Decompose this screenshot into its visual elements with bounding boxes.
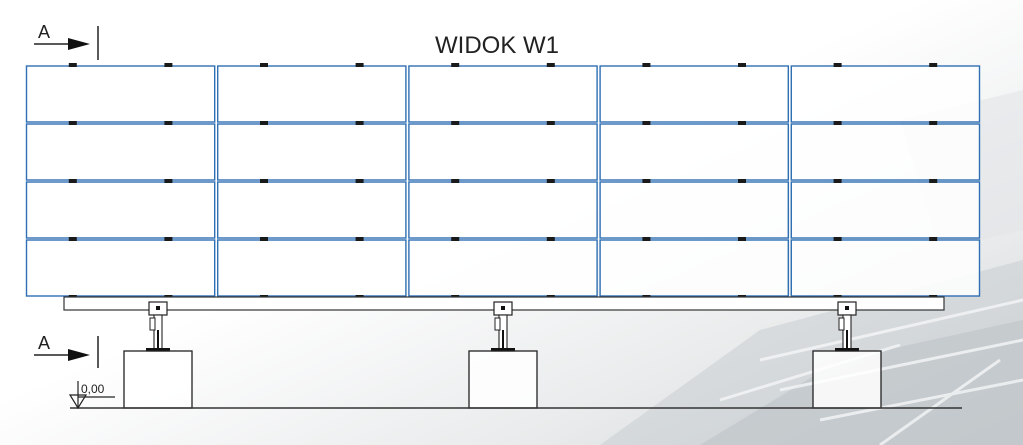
foundation-block (812, 350, 882, 409)
pv-panel (216, 65, 407, 123)
pv-panel (790, 239, 981, 297)
panel-clamp (833, 121, 842, 125)
panel-clamp (355, 179, 364, 183)
panel-clamp (833, 237, 842, 241)
base-plate (491, 348, 515, 352)
pv-panel (599, 181, 789, 239)
panel-clamp (260, 63, 268, 67)
pv-panel (599, 65, 789, 123)
bracket-bolt (501, 306, 505, 310)
support-post (468, 301, 538, 409)
pv-panel (25, 65, 216, 123)
section-label-top: A (38, 22, 50, 42)
panel-clamp (164, 179, 173, 183)
panel-clamp (451, 179, 460, 183)
section-marker-bottom: A (34, 333, 99, 368)
panel-clamp (738, 121, 746, 125)
level-marker-icon (68, 381, 115, 410)
pv-panel (408, 123, 598, 181)
panel-clamp (833, 179, 842, 183)
level-label: 0,00 (81, 382, 105, 396)
pv-panel-array (25, 63, 981, 299)
level-marker: 0,00 (68, 381, 115, 410)
pv-panel (790, 123, 981, 181)
section-arrow-icon (68, 349, 90, 361)
base-plate (146, 348, 170, 352)
pv-panel (408, 65, 598, 123)
panel-clamp (164, 121, 173, 125)
section-marker-top: A (34, 22, 99, 60)
section-arrow-icon (68, 38, 90, 50)
panel-clamp (929, 121, 938, 125)
pv-panel (216, 239, 407, 297)
pv-panel (25, 123, 216, 181)
section-label-bottom: A (38, 333, 50, 353)
support-posts (123, 301, 882, 409)
panel-clamp (68, 179, 77, 183)
panel-clamp (546, 237, 555, 241)
foundation-block (123, 350, 193, 409)
post-plate (838, 317, 845, 331)
foundation-block (468, 350, 538, 409)
panel-clamp (68, 63, 77, 67)
panel-clamp (929, 237, 938, 241)
base-plate (835, 348, 859, 352)
pv-panel (790, 65, 981, 123)
pv-panel (790, 181, 981, 239)
panel-clamp (451, 121, 460, 125)
bracket-bolt (156, 306, 160, 310)
panel-clamp (546, 121, 555, 125)
panel-clamp (451, 63, 460, 67)
post-plate (494, 317, 501, 331)
pv-panel (408, 239, 598, 297)
pv-panel (216, 123, 407, 181)
panel-clamp (642, 237, 651, 241)
pv-panel (408, 181, 598, 239)
panel-clamp (260, 179, 268, 183)
panel-clamp (451, 237, 460, 241)
panel-clamp (642, 63, 651, 67)
panel-clamp (355, 237, 364, 241)
pv-panel (25, 239, 216, 297)
drawing-title: WIDOK W1 (435, 32, 559, 59)
panel-clamp (546, 179, 555, 183)
pv-panel (25, 181, 216, 239)
panel-clamp (929, 179, 938, 183)
panel-clamp (546, 63, 555, 67)
panel-clamp (164, 237, 173, 241)
panel-clamp (738, 237, 746, 241)
panel-clamp (68, 237, 77, 241)
panel-clamp (260, 121, 268, 125)
panel-clamp (642, 179, 651, 183)
panel-clamp (642, 121, 651, 125)
panel-clamp (355, 121, 364, 125)
pv-panel (599, 239, 789, 297)
bracket-bolt (845, 306, 849, 310)
panel-clamp (738, 179, 746, 183)
panel-clamp (738, 63, 746, 67)
pv-panel (599, 123, 789, 181)
panel-clamp (260, 237, 268, 241)
panel-clamp (68, 121, 77, 125)
panel-clamp (929, 63, 938, 67)
support-post (123, 301, 193, 409)
pv-panel (216, 181, 407, 239)
post-plate (149, 317, 156, 331)
panel-clamp (833, 63, 842, 67)
panel-clamp (355, 63, 364, 67)
panel-clamp (164, 63, 173, 67)
